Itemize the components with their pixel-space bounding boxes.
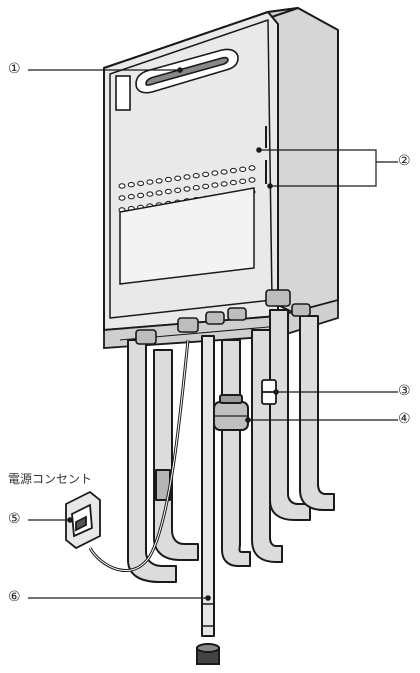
pipe-center-right (251, 329, 283, 563)
callout-4-label: ④ (398, 411, 411, 427)
grille-hole (183, 174, 191, 180)
power-outlet-label: 電源コンセント (8, 472, 93, 486)
leader-dot-4 (245, 417, 251, 423)
callout-3-label: ③ (398, 383, 411, 399)
leader-lines (28, 67, 398, 601)
leader-dot-6 (205, 595, 211, 601)
grille-hole (127, 194, 135, 200)
leader-dot-3 (273, 389, 279, 395)
grille-hole (183, 186, 191, 192)
leader-dot-2a (256, 147, 262, 153)
grille-hole (146, 179, 154, 185)
grille-hole (229, 167, 237, 174)
grille-hole (211, 170, 219, 176)
leader-dot-5 (67, 517, 73, 523)
grille-hole (127, 182, 135, 188)
grille-hole (174, 187, 182, 194)
grille-hole (155, 178, 163, 184)
grille-hole (229, 179, 237, 186)
leader-dot-2b (267, 183, 273, 189)
grille-hole (118, 183, 126, 189)
grille-hole (192, 185, 200, 191)
callout-1-label: ① (8, 61, 21, 77)
grille-hole (137, 180, 145, 187)
bottom-fittings (135, 289, 311, 345)
grille-hole (220, 169, 228, 175)
grille-hole (155, 190, 163, 196)
front-lower-panel (119, 187, 255, 285)
grille-hole (239, 166, 247, 173)
grille-hole (202, 171, 210, 178)
callout-5-label: ⑤ (8, 511, 21, 527)
grille-hole (248, 165, 256, 171)
drain-pipe-cap (196, 603, 220, 665)
grille-hole (211, 182, 219, 188)
callout-2-label: ② (398, 153, 411, 169)
grille-hole (118, 195, 126, 201)
grille-hole (202, 183, 210, 190)
pipe-center-gas (221, 339, 251, 567)
pipe-right-2 (299, 315, 335, 511)
grille-hole (192, 173, 200, 179)
grille-hole (146, 191, 154, 197)
connection-pipes (127, 309, 335, 637)
gas-valve (213, 394, 249, 431)
leader-line-2 (259, 149, 377, 187)
grille-hole (137, 192, 145, 199)
power-outlet (65, 490, 101, 550)
grille-hole (220, 181, 228, 187)
grille-hole (248, 177, 256, 183)
callout-6-label: ⑥ (8, 589, 21, 605)
exhaust-top-vent (115, 48, 239, 111)
grille-hole (239, 178, 247, 185)
drain-pipe (201, 335, 215, 637)
grille-hole (164, 188, 172, 195)
grille-hole (174, 175, 182, 182)
leader-dot-1 (177, 67, 183, 73)
grille-hole (164, 176, 172, 183)
